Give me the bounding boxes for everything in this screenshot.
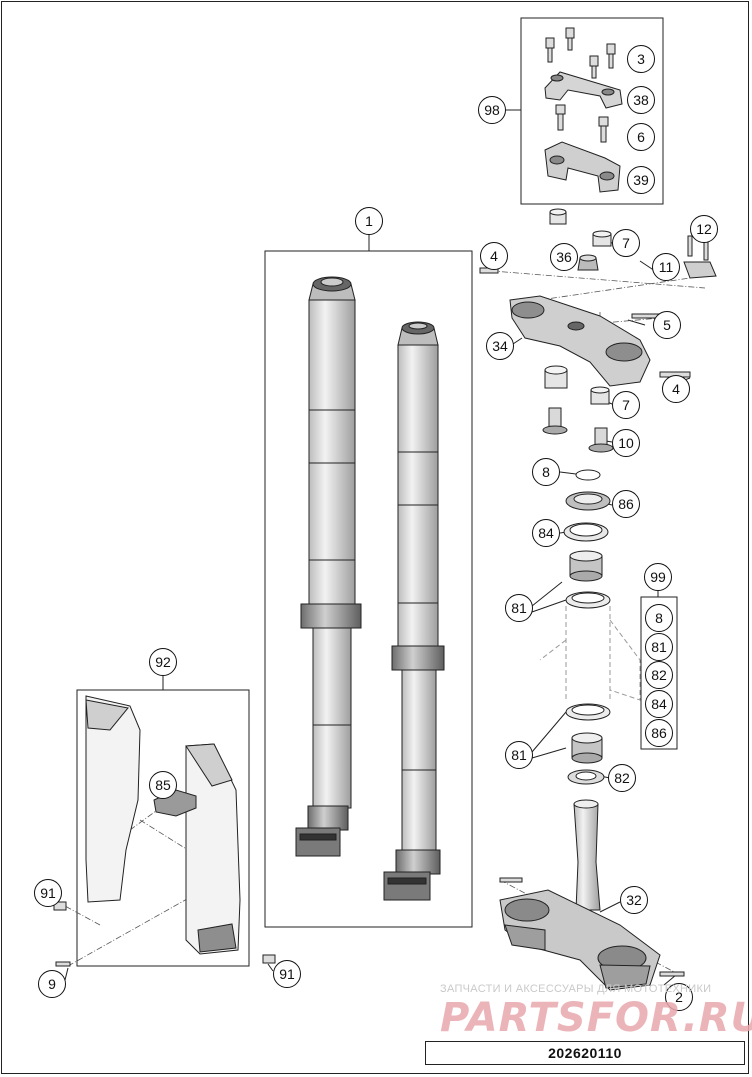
callout-84: 84 <box>532 519 560 547</box>
lower-triple-clamp <box>499 799 685 991</box>
callout-38: 38 <box>627 86 655 114</box>
kit-item-86: 86 <box>645 719 673 747</box>
kit-item-8: 8 <box>645 604 673 632</box>
callout-81-upper: 81 <box>505 594 533 622</box>
watermark-caption: ЗАПЧАСТИ И АКСЕССУАРЫ ДЛЯ МОТОТЕХНИКИ <box>440 983 712 995</box>
callout-86: 86 <box>612 490 640 518</box>
kit-box-98 <box>520 17 664 205</box>
callout-39: 39 <box>627 166 655 194</box>
callout-7-upper: 7 <box>612 229 640 257</box>
callout-4-lower: 4 <box>662 375 690 403</box>
upper-triple-clamp <box>479 208 717 387</box>
callout-32: 32 <box>620 886 648 914</box>
fork-guards <box>53 695 276 967</box>
callout-8: 8 <box>532 458 560 486</box>
callout-9: 9 <box>38 970 66 998</box>
callout-5: 5 <box>653 311 681 339</box>
callout-10: 10 <box>612 429 640 457</box>
fork-leg-left <box>295 276 362 857</box>
handlebar-clamp-kit <box>544 27 623 193</box>
callout-85: 85 <box>149 771 177 799</box>
callout-3: 3 <box>627 45 655 73</box>
kit-item-81: 81 <box>645 633 673 661</box>
callout-36: 36 <box>550 243 578 271</box>
callout-1: 1 <box>355 207 383 235</box>
callout-4-upper: 4 <box>480 242 508 270</box>
callout-91-left: 91 <box>34 879 62 907</box>
callout-91-right: 91 <box>273 960 301 988</box>
callout-11: 11 <box>652 253 680 281</box>
callout-98: 98 <box>478 96 506 124</box>
kit-item-82: 82 <box>645 661 673 689</box>
callout-92: 92 <box>149 648 177 676</box>
watermark-brand: PARTSFOR.RU <box>440 995 752 1041</box>
kit-item-84: 84 <box>645 690 673 718</box>
fork-leg-right <box>383 321 445 901</box>
callout-7-lower: 7 <box>612 391 640 419</box>
drawing-number: 202620110 <box>425 1041 745 1065</box>
kit-list-box-99 <box>640 596 678 750</box>
callout-2: 2 <box>665 983 693 1011</box>
callout-12: 12 <box>690 215 718 243</box>
steering-bushings <box>539 365 641 785</box>
fork-box-1 <box>264 250 473 928</box>
callout-34: 34 <box>486 332 514 360</box>
callout-82: 82 <box>608 764 636 792</box>
callout-99: 99 <box>644 563 672 591</box>
callout-81-lower: 81 <box>505 741 533 769</box>
callout-6: 6 <box>627 123 655 151</box>
